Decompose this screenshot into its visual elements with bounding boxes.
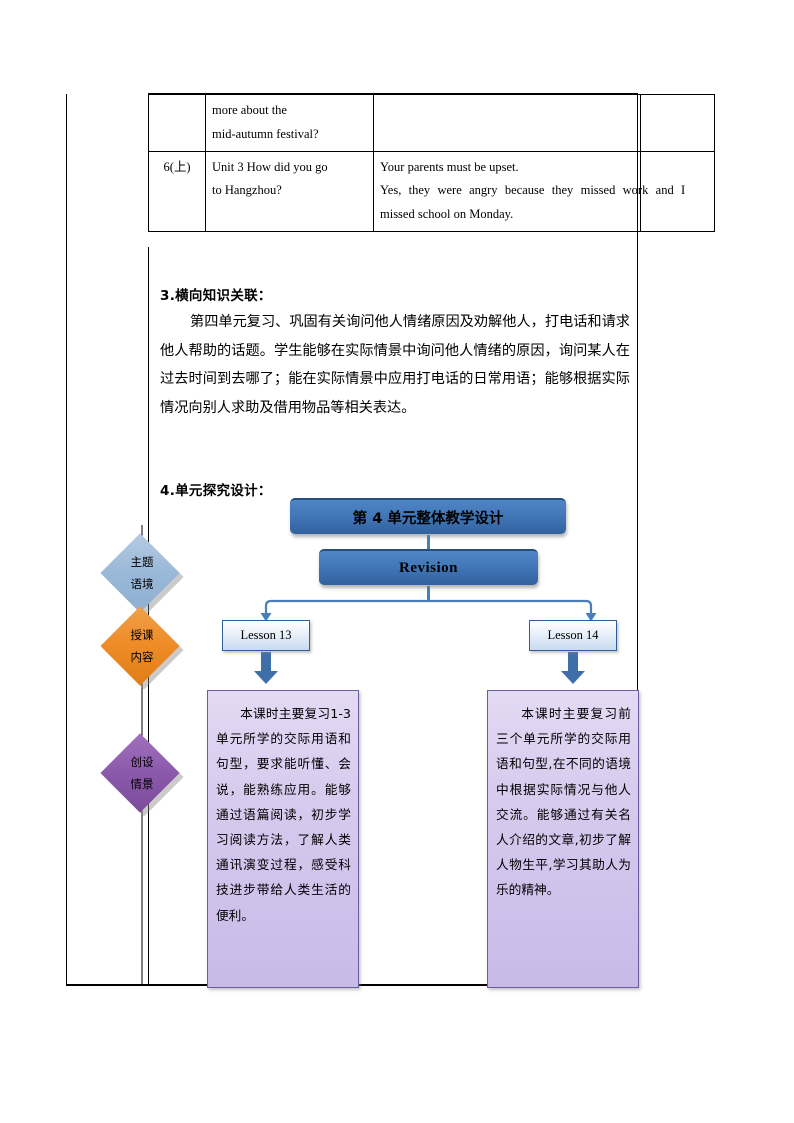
cell-term bbox=[148, 94, 206, 152]
section-3-heading: 3.横向知识关联： bbox=[160, 288, 272, 304]
description-box-lesson-13: 本课时主要复习1-3 单元所学的交际用语和句型，要求能听懂、会说，能熟练应用。能… bbox=[207, 690, 359, 988]
unit-line: more about the bbox=[212, 103, 287, 117]
cell-sentences bbox=[373, 94, 641, 152]
cell-sentences: Your parents must be upset. Yes, they we… bbox=[373, 150, 686, 232]
diamond-shape bbox=[100, 533, 180, 613]
diamond-theme-context[interactable]: 主题 语境 bbox=[100, 533, 184, 617]
sentence-line: Your parents must be upset. bbox=[380, 159, 519, 174]
diagram-revision-box[interactable]: Revision bbox=[319, 549, 538, 585]
cell-notes bbox=[640, 94, 715, 152]
diamond-shape bbox=[100, 606, 180, 686]
page-frame-left bbox=[66, 94, 67, 985]
table-row: 6(上) Unit 3 How did you go to Hangzhou? … bbox=[148, 150, 715, 232]
connector-branch-bus bbox=[264, 599, 593, 618]
arrow-lesson-13-to-description bbox=[254, 652, 278, 684]
diamond-teaching-content[interactable]: 授课 内容 bbox=[100, 606, 184, 690]
table-row: more about the mid-autumn festival? bbox=[148, 94, 715, 152]
sentence-line: Yes, they were angry because they missed… bbox=[380, 183, 686, 198]
section-3-paragraph: 第四单元复习、巩固有关询问他人情绪原因及劝解他人，打电话和请求他人帮助的话题。学… bbox=[160, 308, 630, 422]
section-3-paragraph-text: 第四单元复习、巩固有关询问他人情绪原因及劝解他人，打电话和请求他人帮助的话题。学… bbox=[160, 314, 630, 416]
diagram-title-box[interactable]: 第 4 单元整体教学设计 bbox=[290, 498, 566, 534]
section-4-heading: 4.单元探究设计： bbox=[160, 483, 272, 499]
lesson-box-13[interactable]: Lesson 13 bbox=[222, 620, 310, 651]
unit-line: to Hangzhou? bbox=[212, 183, 282, 198]
description-text: 本课时主要复习1-3 单元所学的交际用语和句型，要求能听懂、会说，能熟练应用。能… bbox=[216, 706, 351, 923]
diamond-shape bbox=[100, 733, 180, 813]
cell-term: 6(上) bbox=[148, 150, 206, 232]
unit-line: Unit 3 How did you go bbox=[212, 159, 328, 174]
table-top-rule bbox=[148, 93, 638, 95]
lesson-box-14[interactable]: Lesson 14 bbox=[529, 620, 617, 651]
cell-unit: more about the mid-autumn festival? bbox=[205, 94, 374, 152]
description-text: 本课时主要复习前三个单元所学的交际用语和句型,在不同的语境中根据实际情况与他人交… bbox=[496, 706, 631, 898]
description-box-lesson-14: 本课时主要复习前三个单元所学的交际用语和句型,在不同的语境中根据实际情况与他人交… bbox=[487, 690, 639, 988]
diamond-scene-creation[interactable]: 创设 情景 bbox=[100, 733, 184, 817]
arrow-lesson-14-to-description bbox=[561, 652, 585, 684]
cell-notes bbox=[640, 150, 715, 232]
sentence-line: missed school on Monday. bbox=[380, 207, 514, 221]
lesson-reference-table: more about the mid-autumn festival? 6(上)… bbox=[148, 94, 715, 232]
cell-unit: Unit 3 How did you go to Hangzhou? bbox=[205, 150, 374, 232]
unit-line: mid-autumn festival? bbox=[212, 126, 319, 141]
content-frame-right bbox=[637, 94, 638, 985]
